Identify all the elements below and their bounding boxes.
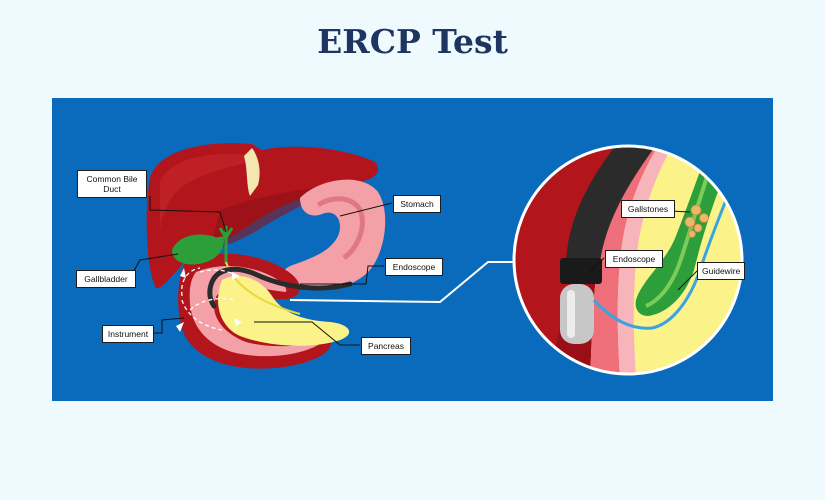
arrow-head-2 xyxy=(232,272,240,280)
leader-endoscope-zoom xyxy=(589,257,605,273)
label-instrument: Instrument xyxy=(102,325,154,343)
label-common-bile-duct: Common Bile Duct xyxy=(77,170,147,198)
zoom-endoscope-tube xyxy=(566,146,660,262)
zoom-endoscope-tip xyxy=(560,258,602,284)
instrument-path-2 xyxy=(189,297,237,311)
label-stomach: Stomach xyxy=(393,195,441,213)
zoom-guidewire xyxy=(592,189,732,330)
zoom-circle-border xyxy=(512,144,744,376)
instrument-path xyxy=(181,267,237,331)
label-guidewire: Guidewire xyxy=(697,262,745,280)
common-bile-duct xyxy=(218,226,234,264)
leader-endoscope xyxy=(300,265,384,285)
gallbladder xyxy=(172,234,224,265)
arrow-head-3 xyxy=(176,322,184,332)
page-title: ERCP Test xyxy=(317,22,508,61)
liver-ligament xyxy=(244,148,260,196)
leader-lines xyxy=(129,196,393,346)
leader-guidewire xyxy=(677,269,699,291)
zoom-endoscope-head-shine xyxy=(567,290,575,338)
leader-common-bile-duct xyxy=(149,196,227,233)
liver-highlight xyxy=(160,153,255,230)
leader-instrument xyxy=(152,317,185,334)
zoom-wall-pink xyxy=(590,146,662,374)
zoom-connector xyxy=(289,261,520,304)
label-gallbladder: Gallbladder xyxy=(76,270,136,288)
arrow-head-4 xyxy=(234,318,242,326)
zoom-wall-light xyxy=(617,146,676,374)
label-endoscope: Endoscope xyxy=(385,258,443,276)
label-gallstones: Gallstones xyxy=(621,200,675,218)
stomach-fold xyxy=(316,196,365,260)
label-pancreas: Pancreas xyxy=(361,337,411,355)
zoom-gallstones xyxy=(684,204,709,238)
arrow-head-1 xyxy=(180,268,186,278)
leader-pancreas xyxy=(254,321,360,346)
leader-stomach xyxy=(339,202,393,217)
zoom-endoscope-head xyxy=(560,284,594,344)
label-endoscope-zoom: Endoscope xyxy=(605,250,663,268)
zoom-bile-duct-inner xyxy=(645,149,718,308)
endoscope-tube xyxy=(207,266,353,309)
